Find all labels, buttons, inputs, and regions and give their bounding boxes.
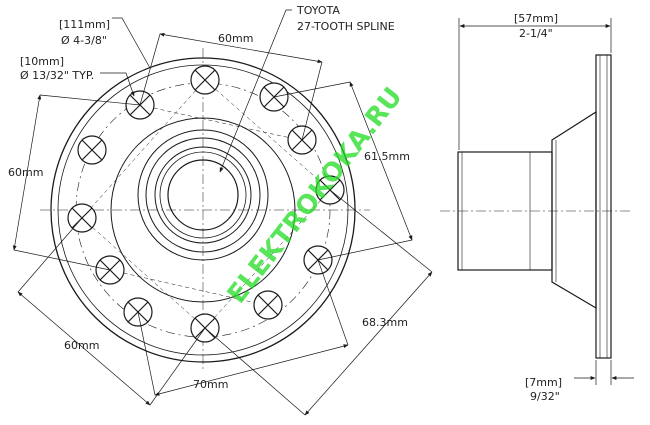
dim-70-label: 70mm xyxy=(193,378,228,391)
ext-line xyxy=(317,239,413,261)
bolt-circle-leader xyxy=(112,17,151,69)
spline-leader xyxy=(219,9,292,173)
dim-683-label: 68.3mm xyxy=(362,316,408,329)
bolt-hole xyxy=(253,290,283,320)
flange-mm: [7mm] xyxy=(525,376,562,389)
side-annotations: [57mm] 2-1/4" [7mm] 9/32" xyxy=(514,12,562,403)
chord-line xyxy=(109,269,266,306)
length-in: 2-1/4" xyxy=(519,27,553,40)
dim-60-top-label: 60mm xyxy=(218,32,253,45)
hole-dia-in: Ø 13/32" TYP. xyxy=(20,69,94,82)
dim-60-left-line xyxy=(12,94,42,251)
side-flange xyxy=(595,54,612,359)
length-mm: [57mm] xyxy=(514,12,558,25)
flange-in: 9/32" xyxy=(530,390,560,403)
chord-line xyxy=(81,79,206,219)
ext-line xyxy=(301,61,323,141)
ext-line xyxy=(329,189,433,273)
chord-line xyxy=(139,104,301,141)
ext-line xyxy=(149,327,206,406)
dim-70-line xyxy=(154,344,349,396)
bolt-hole xyxy=(77,135,107,165)
spline-label-line1: TOYOTA xyxy=(296,4,340,17)
bolt-circle-dia-in: Ø 4-3/8" xyxy=(61,34,107,47)
hole-dia-mm: [10mm] xyxy=(20,55,64,68)
front-annotations: [111mm] Ø 4-3/8" [10mm] Ø 13/32" TYP. TO… xyxy=(8,4,410,391)
chord-line xyxy=(204,189,331,329)
dim-60-bottom-label: 60mm xyxy=(64,339,99,352)
front-dimensions xyxy=(12,9,433,416)
ext-line xyxy=(139,33,161,106)
ext-line xyxy=(13,249,111,271)
spline-label-line2: 27-TOOTH SPLINE xyxy=(297,20,395,33)
ext-line xyxy=(39,94,141,106)
ext-line xyxy=(204,327,306,416)
side-view xyxy=(440,54,630,359)
watermark: ELEKTROKOKA.RU xyxy=(222,82,409,309)
side-dimensions xyxy=(458,18,634,385)
dim-683-line xyxy=(304,271,433,416)
ext-line xyxy=(137,311,156,396)
ext-line xyxy=(17,217,83,293)
hole-leader xyxy=(100,72,135,97)
dim-60-bottom-line xyxy=(17,291,151,406)
bolt-hole xyxy=(190,65,220,95)
ext-line xyxy=(273,81,351,98)
dim-615-label: 61.5mm xyxy=(364,150,410,163)
bolt-circle-dia-mm: [111mm] xyxy=(59,18,110,31)
bolt-holes xyxy=(67,65,345,343)
dim-615-line xyxy=(349,81,413,241)
ext-line xyxy=(317,259,349,346)
dim-60-left-label: 60mm xyxy=(8,166,43,179)
dim-60-top-line xyxy=(159,32,323,64)
side-cone xyxy=(551,110,597,310)
